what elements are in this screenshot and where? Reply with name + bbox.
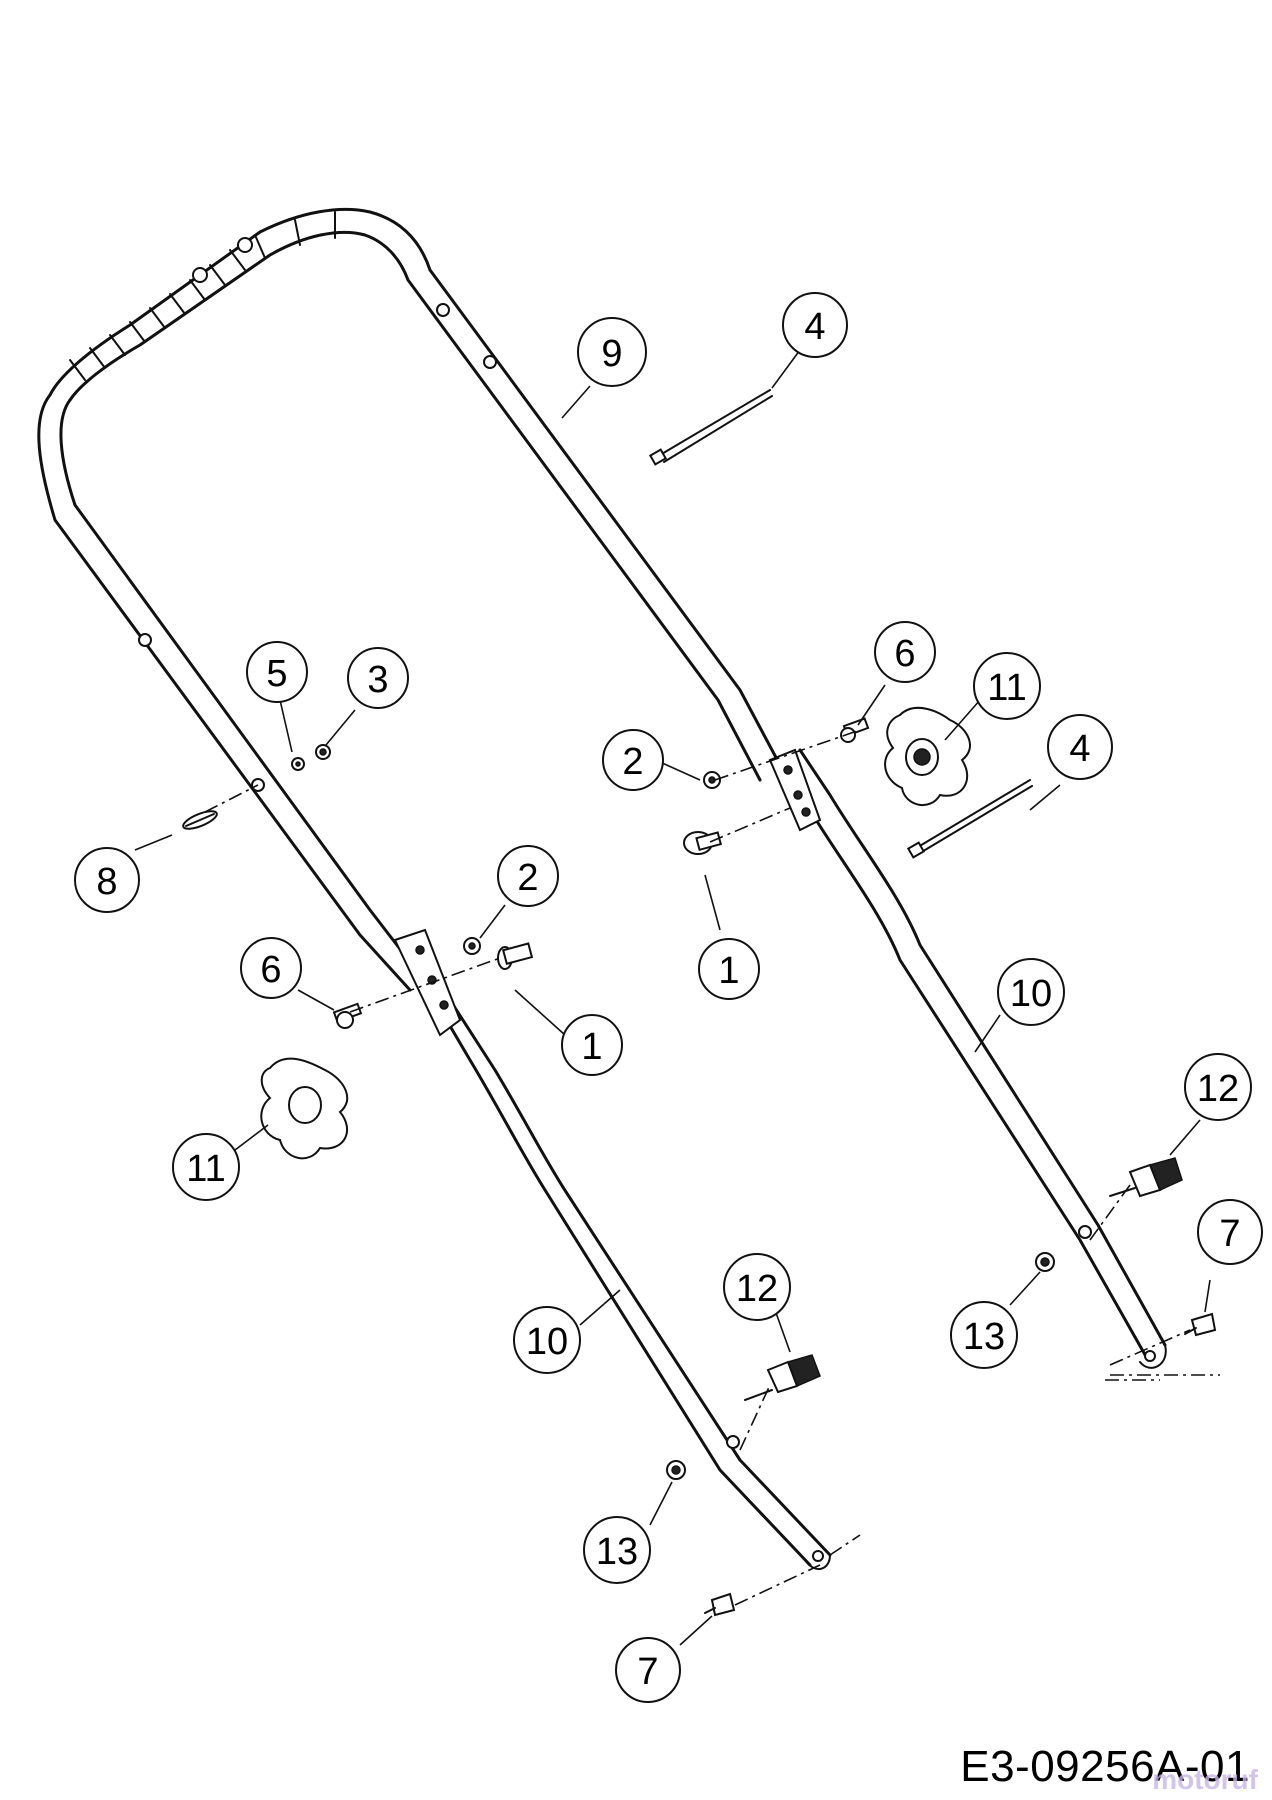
leader-lines [134, 349, 1211, 1646]
callout-2-right: 2 [602, 729, 664, 791]
bracket-left [393, 928, 462, 1037]
nut-2-right [703, 771, 721, 789]
lower-handle-right [778, 748, 1167, 1369]
callout-8: 8 [74, 847, 140, 913]
callout-7-right: 7 [1197, 1199, 1263, 1265]
callout-number: 13 [596, 1531, 638, 1573]
callout-11-right: 11 [973, 652, 1041, 720]
callout-number: 10 [1010, 973, 1052, 1015]
callout-9-upper: 9 [577, 317, 647, 387]
callout-11-left: 11 [172, 1133, 240, 1201]
screw-7-left [704, 1592, 736, 1617]
cable-tie-upper [648, 389, 773, 466]
assembly-lines [204, 729, 1220, 1606]
knob-12-left [744, 1354, 821, 1401]
callout-number: 1 [581, 1026, 602, 1068]
callout-3: 3 [347, 647, 409, 709]
callout-13-left: 13 [583, 1516, 651, 1584]
nut-2-left [463, 937, 481, 955]
callout-12-left: 12 [723, 1253, 791, 1321]
callout-number: 11 [987, 667, 1026, 709]
callout-number: 13 [963, 1316, 1005, 1358]
cable-tie-right [906, 779, 1033, 859]
knob-11-right [884, 706, 971, 806]
callout-number: 11 [186, 1148, 225, 1190]
callout-1-left: 1 [561, 1014, 623, 1076]
callout-1-right: 1 [698, 938, 760, 1000]
pin-8 [182, 810, 218, 830]
bracket-right [768, 748, 822, 832]
callout-number: 8 [96, 861, 117, 903]
callout-number: 10 [526, 1321, 568, 1363]
callout-13-right: 13 [950, 1301, 1018, 1369]
callout-number: 9 [601, 333, 622, 375]
carriage-bolt-1-left [497, 942, 534, 970]
callout-6-right: 6 [874, 621, 936, 683]
washer-13-right [1035, 1252, 1055, 1272]
callout-number: 12 [1197, 1068, 1239, 1110]
callout-12-right: 12 [1184, 1053, 1252, 1121]
washer-5 [291, 757, 305, 771]
callout-number: 12 [736, 1268, 778, 1310]
bolt-6-left [332, 1002, 363, 1029]
callout-number: 2 [622, 741, 643, 783]
nut-3 [315, 744, 331, 760]
drawing-code: E3-09256A-01 [960, 1742, 1250, 1791]
callout-number: 2 [517, 857, 538, 899]
callout-number: 7 [1219, 1213, 1240, 1255]
callout-6-left: 6 [240, 937, 302, 999]
callout-4-upper: 4 [782, 292, 848, 358]
knob-11-left [260, 1057, 349, 1160]
callout-number: 6 [894, 633, 915, 675]
watermark-logo: motoruf [1152, 1764, 1258, 1795]
knob-12-right [1109, 1157, 1183, 1198]
callout-7-left: 7 [615, 1637, 681, 1703]
callout-number: 5 [266, 653, 287, 695]
callout-number: 6 [260, 949, 281, 991]
lower-handle-left [418, 973, 832, 1570]
screw-7-right [1184, 1312, 1217, 1337]
bolt-6-right [840, 717, 870, 743]
carriage-bolt-1-right [683, 831, 723, 855]
callout-5: 5 [246, 641, 308, 703]
callout-number: 4 [804, 306, 825, 348]
callout-number: 7 [637, 1651, 658, 1693]
callout-10-right: 10 [997, 958, 1065, 1026]
callout-2-left: 2 [497, 845, 559, 907]
washer-13-left [666, 1460, 686, 1480]
callout-4-right: 4 [1047, 714, 1113, 780]
callout-10-left: 10 [513, 1306, 581, 1374]
upper-handle [37, 207, 782, 992]
callout-number: 3 [367, 659, 388, 701]
callout-number: 1 [718, 950, 739, 992]
callout-number: 4 [1069, 728, 1090, 770]
